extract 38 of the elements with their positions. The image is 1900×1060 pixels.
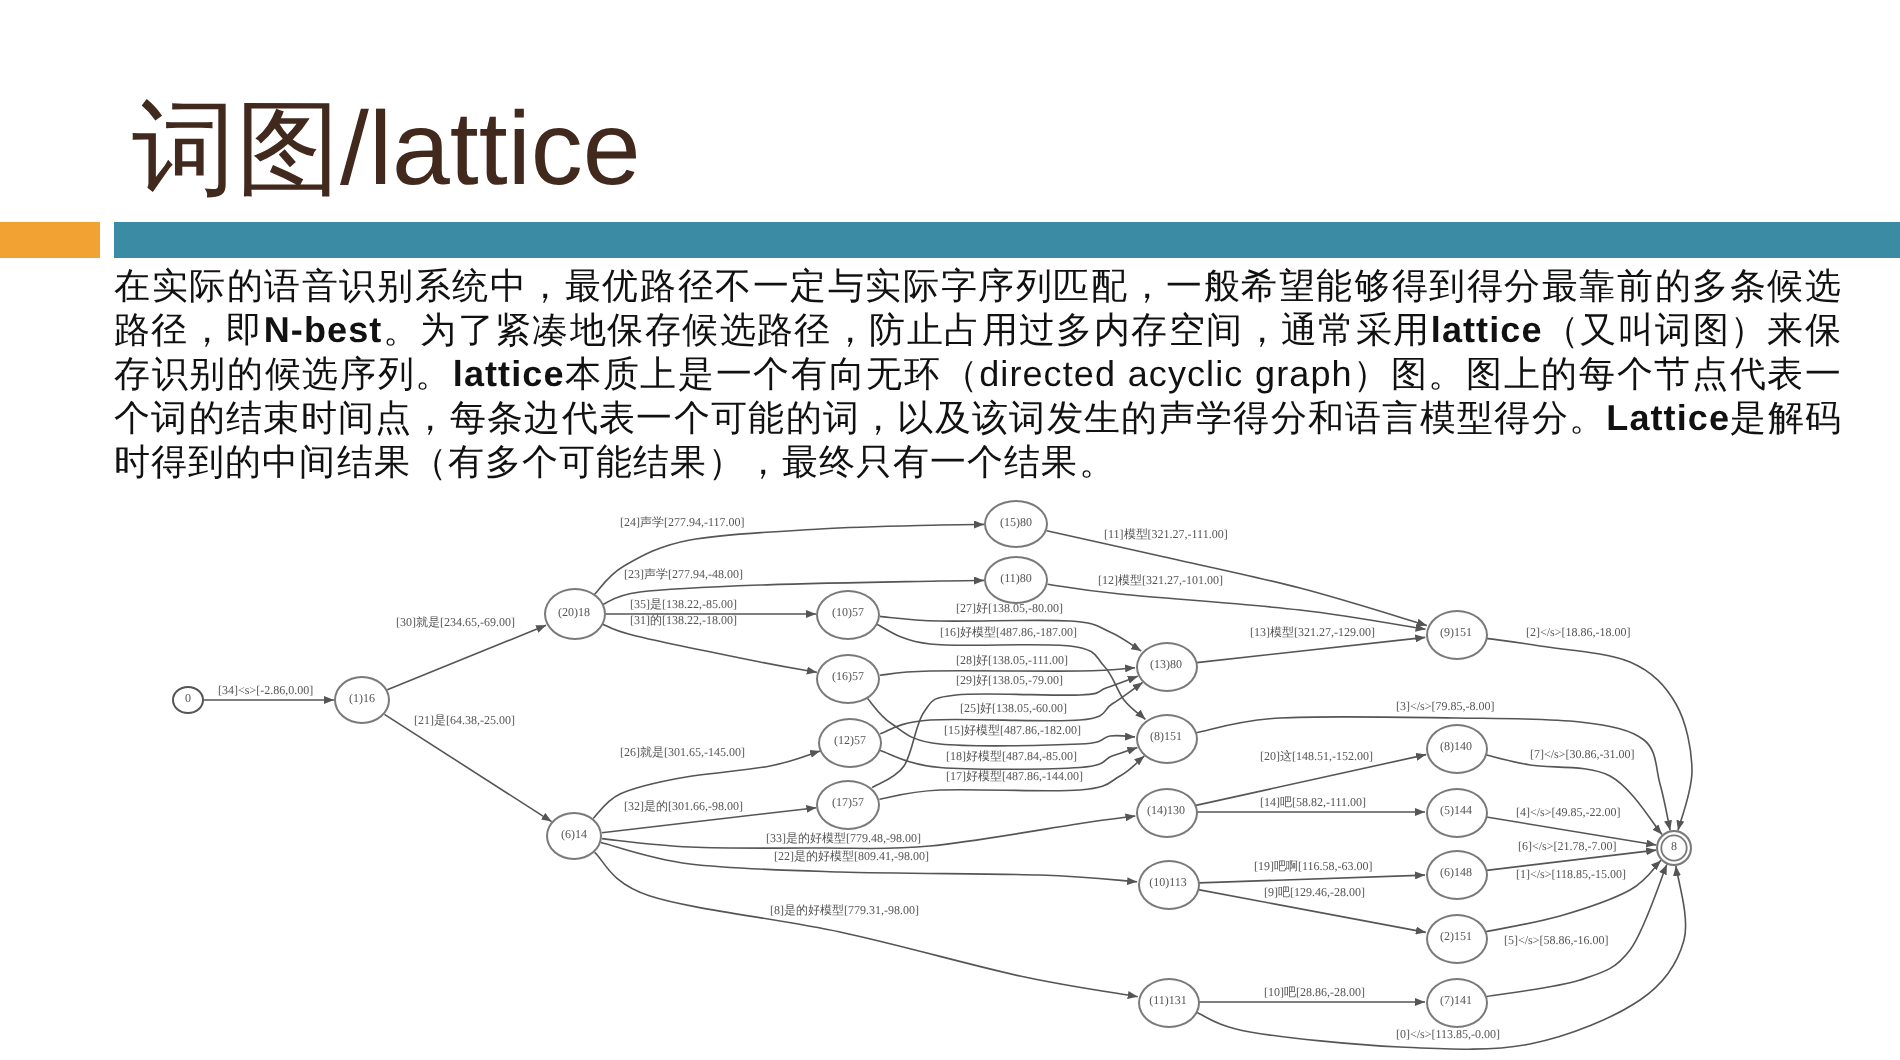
arrow [1198,871,1426,884]
arrow [1045,530,1428,627]
arrow [1046,583,1427,632]
arrow [879,615,1143,652]
arrow [593,851,1139,999]
arrow [1485,847,1657,872]
arrow [879,664,1136,677]
arrow [1485,816,1658,848]
arrow [601,623,818,675]
arrow [876,623,1147,721]
arrow [879,746,1139,771]
arrow [1195,715,1672,832]
arrow [1195,752,1427,807]
arrow [592,750,821,820]
arrow [386,624,547,691]
arrow [1195,865,1687,1050]
arrow [600,841,1138,886]
arrow [866,697,1136,747]
arrow [1195,634,1427,664]
arrow [600,804,818,834]
slide-title: 词图/lattice [132,90,641,212]
arrow [879,681,1144,735]
arrow [1197,888,1427,935]
arrow [383,713,553,823]
arrow [593,520,985,596]
arrow [1485,859,1662,933]
arrow [601,813,1137,850]
arrow [871,675,1139,789]
arrow [1196,808,1426,816]
arrow [1198,998,1426,1006]
arrow [878,755,1146,800]
arrow [1485,754,1663,836]
body-paragraph: 在实际的语音识别系统中，最优路径不一定与实际字序列匹配，一般希望能够得到得分最靠前的多条候选路径，即N-best。为了紧凑地保存候选路径，防止占用过多内存空间，通常采用lattice（又叫词图）来保存识别的候选序列。lattice本质上是一个有向无环（directed acyclic graph）图。图上的每个节点代表一个词的结束时间点，每条边代表一个可能的词，以及该词发生的声学得分和语言模型得分。Lattice是解码时得到的中间结果（有多个可能结果），最终只有一个结果。 [114,264,1842,484]
arrow [602,576,985,606]
arrow [604,610,817,618]
arrow [203,696,335,704]
arrow [1485,863,1668,998]
arrow [1485,637,1693,832]
